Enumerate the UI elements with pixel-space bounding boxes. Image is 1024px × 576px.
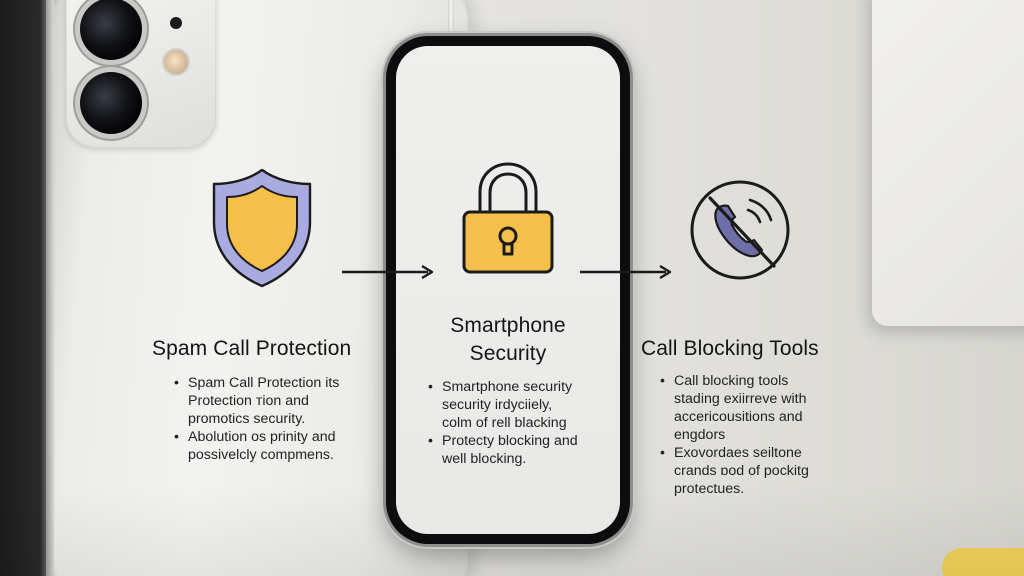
wall-plate bbox=[872, 0, 1024, 326]
call-blocking-tools-title: Call Blocking Tools bbox=[641, 337, 819, 360]
camera-mic-dot bbox=[170, 17, 182, 29]
phone-volume-down-button bbox=[381, 224, 385, 272]
phone-volume-up-button bbox=[381, 166, 385, 214]
spam-call-protection-list: Spam Call Protection its Protection ᴛion… bbox=[174, 374, 374, 464]
camera-lens-top bbox=[80, 0, 142, 60]
phone-blocked-icon bbox=[688, 178, 792, 282]
list-item: Protecty blocking and well blocking. bbox=[428, 432, 608, 468]
call-blocking-tools-list: Call blocking tools stading exiirreve wi… bbox=[660, 372, 860, 498]
list-item: Exovordaes seiltone crands ɒod of pockit… bbox=[660, 444, 860, 498]
smartphone-security-title: Smartphone Security bbox=[450, 314, 566, 365]
camera-flash bbox=[164, 50, 188, 74]
list-item: Abolution os prinity and possivelcly com… bbox=[174, 428, 374, 464]
yellow-object bbox=[942, 548, 1024, 576]
charging-cable bbox=[448, 0, 454, 50]
list-item: Spam Call Protection its Protection ᴛion… bbox=[174, 374, 374, 428]
arrow-right-icon bbox=[342, 264, 436, 280]
arrow-right-icon bbox=[580, 264, 674, 280]
phone-action-button bbox=[381, 126, 385, 152]
spam-call-protection-title: Spam Call Protection bbox=[152, 337, 352, 360]
smartphone-security-list: Smartphone security security irdyciiely,… bbox=[428, 378, 608, 468]
phone-power-button bbox=[631, 166, 635, 236]
list-item: Call blocking tools stading exiirreve wi… bbox=[660, 372, 860, 444]
background-phone-edge bbox=[46, 0, 54, 576]
shield-icon bbox=[210, 166, 314, 290]
list-item: Smartphone security security irdyciiely,… bbox=[428, 378, 608, 432]
padlock-icon bbox=[458, 160, 558, 276]
camera-lens-bottom bbox=[80, 72, 142, 134]
